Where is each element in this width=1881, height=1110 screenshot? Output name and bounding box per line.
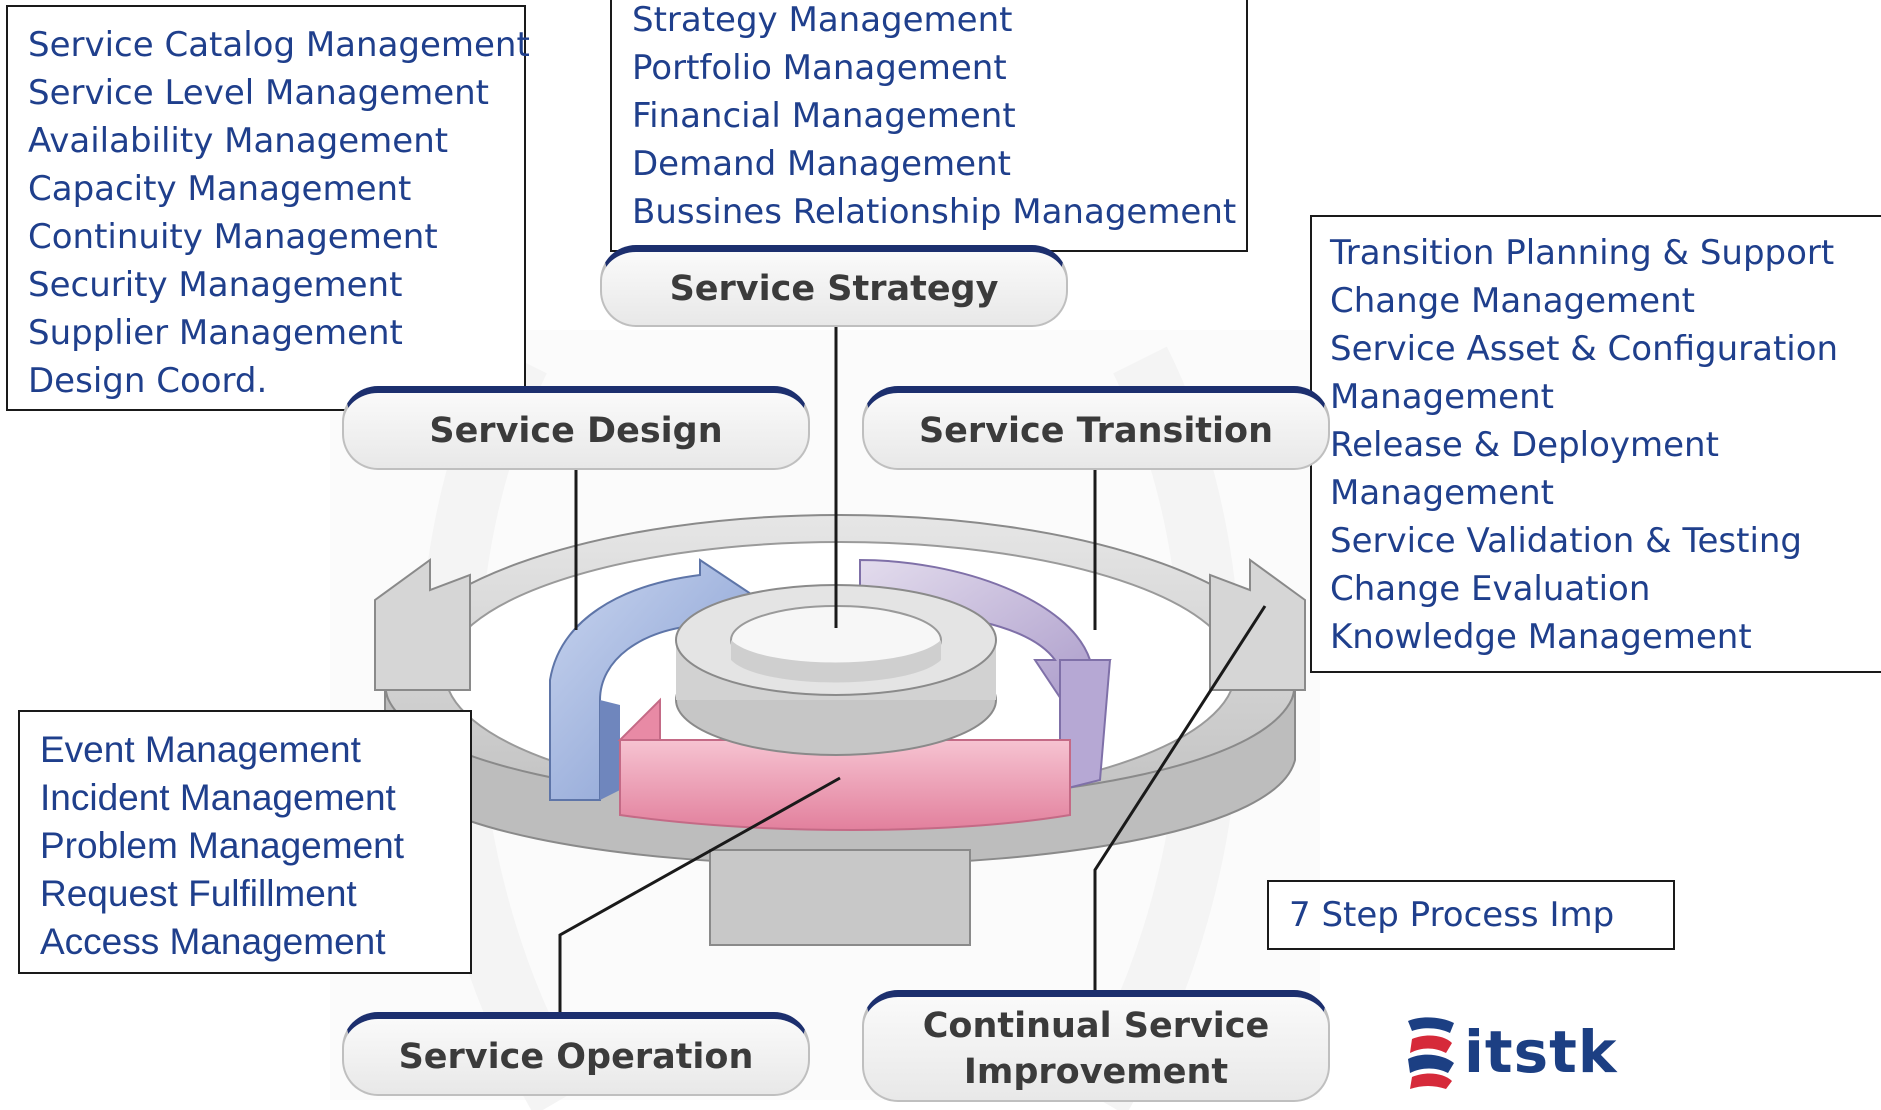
process-item: Capacity Management — [28, 169, 412, 209]
process-item: Continuity Management — [28, 217, 438, 257]
stage-title: Service Transition — [918, 410, 1274, 451]
service-design-processes-box: Service Catalog Management Service Level… — [6, 5, 530, 411]
continual-service-improvement-label: Continual Service Improvement — [862, 990, 1330, 1102]
stage-title: Service Strategy — [669, 268, 999, 309]
service-strategy-processes-box: Strategy Management Portfolio Management… — [610, 0, 1248, 252]
process-item: Transition Planning & Support — [1330, 233, 1835, 273]
stage-title: Service Design — [429, 410, 723, 451]
service-operation-label: Service Operation — [342, 1012, 810, 1096]
process-item: Request Fulfillment — [40, 873, 357, 914]
connector-lines — [558, 327, 1267, 1014]
process-item: 7 Step Process Imp — [1289, 895, 1615, 935]
stage-title-line: Continual Service — [922, 1005, 1270, 1046]
process-item: Strategy Management — [632, 0, 1013, 40]
process-item: Change Evaluation — [1330, 569, 1651, 609]
stage-title: Service Operation — [398, 1036, 754, 1077]
process-item: Service Asset & Configuration — [1330, 329, 1839, 369]
process-item: Release & Deployment — [1330, 425, 1719, 465]
service-transition-label: Service Transition — [862, 386, 1330, 470]
process-item: Demand Management — [632, 144, 1011, 184]
process-item: Design Coord. — [28, 361, 268, 401]
process-item: Supplier Management — [28, 313, 403, 353]
service-transition-processes-box: Transition Planning & Support Change Man… — [1310, 215, 1881, 673]
csi-processes-box: 7 Step Process Imp — [1267, 880, 1675, 950]
service-strategy-label: Service Strategy — [600, 245, 1068, 327]
service-strategy-hub — [675, 584, 997, 756]
service-design-label: Service Design — [342, 386, 810, 470]
process-item: Event Management — [40, 729, 361, 770]
process-item: Knowledge Management — [1330, 617, 1752, 657]
process-item: Security Management — [28, 265, 403, 305]
process-item: Service Catalog Management — [28, 25, 530, 65]
process-item: Availability Management — [28, 121, 449, 161]
itstk-logo-icon — [1408, 1017, 1454, 1089]
process-item: Service Validation & Testing — [1330, 521, 1803, 561]
process-item: Service Level Management — [28, 73, 489, 113]
process-item: Bussines Relationship Management — [632, 192, 1237, 232]
process-item: Financial Management — [632, 96, 1016, 136]
itstk-logo: itstk — [1402, 1012, 1617, 1092]
process-item: Management — [1330, 377, 1554, 417]
process-item: Incident Management — [40, 777, 396, 818]
process-item: Portfolio Management — [632, 48, 1007, 88]
process-item: Access Management — [40, 921, 386, 962]
process-item: Management — [1330, 473, 1554, 513]
process-item: Change Management — [1330, 281, 1695, 321]
stage-title-line: Improvement — [963, 1051, 1229, 1092]
process-item: Problem Management — [40, 825, 405, 866]
logo-text: itstk — [1464, 1018, 1618, 1086]
service-operation-processes-box: Event Management Incident Management Pro… — [18, 710, 472, 974]
